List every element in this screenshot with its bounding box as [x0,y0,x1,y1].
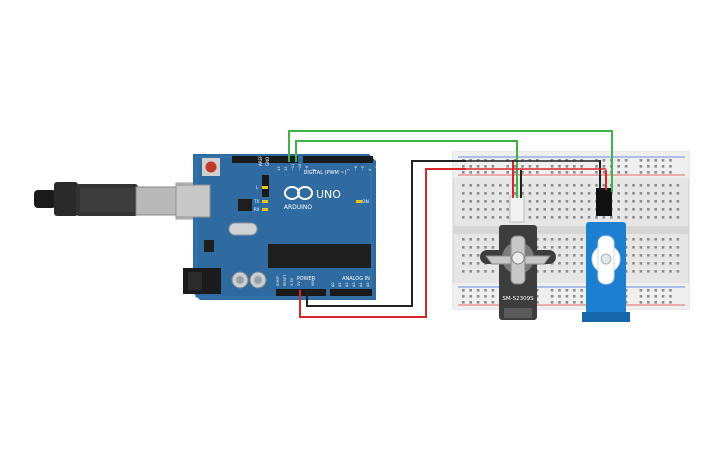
digital-pin-label: 8 [312,169,316,171]
digital-pin-label: ~11 [291,164,295,171]
servo-motor-left[interactable]: SM-S2309S [480,195,556,320]
aref-label: AREF [258,155,263,166]
breadboard[interactable] [452,151,690,310]
analog-pin-label: A1 [338,282,342,287]
servo-left-model-label: SM-S2309S [502,296,534,302]
digital-pin-label: 12 [284,167,288,171]
analog-pin-label: A5 [366,282,370,287]
reset-label: RESET [283,274,287,286]
digital-pin-label: RX 0 [396,163,400,171]
digital-pin-label: 13 [277,167,281,171]
wire-black[interactable] [306,160,466,307]
digital-pin-label: ~10 [298,164,302,171]
servo-left-leads [512,160,522,198]
servo-right-leads [599,160,607,190]
gnd-label: GND [265,157,270,166]
digital-pin-label: TX 1 [389,163,393,172]
l-led-label: L [256,185,259,190]
wire-red[interactable] [299,168,466,318]
ioref-label: IOREF [276,276,280,286]
digital-pin-label: ~3 [375,166,379,171]
digital-pin-label: ~6 [354,166,358,171]
power-label: POWER [297,276,316,282]
vin-label: VIN [311,280,315,286]
digital-pin-label: 7 [347,169,351,171]
wire-green-1[interactable] [288,130,613,192]
analog-pin-label: A0 [331,282,335,287]
digital-pin-label: ~9 [305,166,309,171]
v5-label: 5V [297,281,301,286]
arduino-model-label: UNO [316,188,341,201]
digital-pin-label: 2 [382,169,386,171]
v33-label: 3.3V [290,277,294,286]
digital-pin-label: ~5 [361,166,365,171]
arduino-brand-label: ARDUINO [284,204,313,211]
arduino-board[interactable]: ARDUINO UNO DIGITAL (PWM ~) ON L TX RX P… [175,154,400,300]
servo-motor-right[interactable] [582,188,630,322]
arduino-logo [284,186,313,200]
digital-pin-label: 4 [368,168,372,171]
digital-pins-label: DIGITAL (PWM ~) [303,170,346,176]
analog-pin-label: A4 [359,282,363,287]
analog-pin-label: A3 [352,282,356,287]
on-led-label: ON [362,199,369,205]
rx-led-label: RX [254,207,260,212]
analog-pin-label: A2 [345,282,349,287]
tx-led-label: TX [253,199,259,204]
analog-in-label: ANALOG IN [342,276,370,282]
